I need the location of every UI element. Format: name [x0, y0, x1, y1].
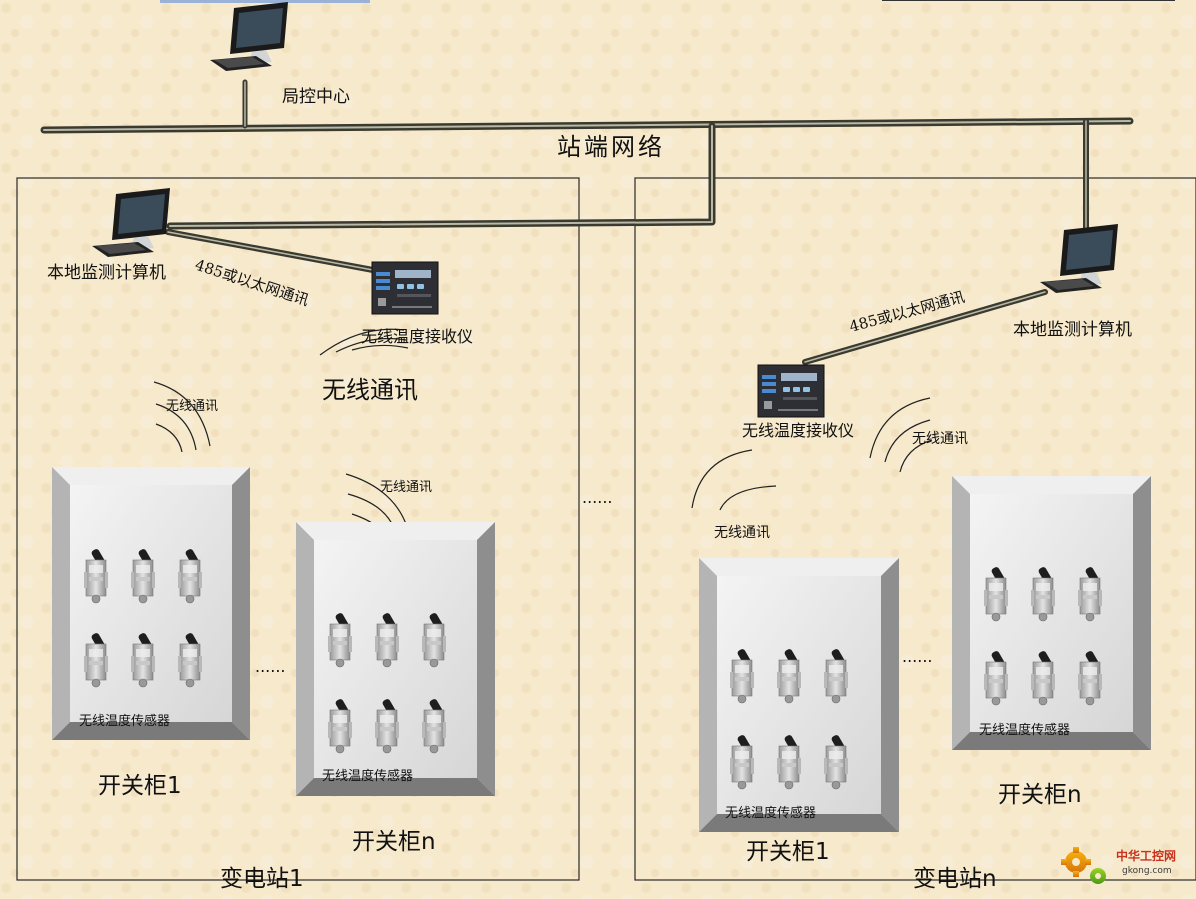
network-label: 站端网络: [557, 133, 665, 161]
comm-link-label-n: 485或以太网通讯: [847, 288, 966, 336]
receiver-label-n: 无线温度接收仪: [742, 421, 854, 440]
substation-n-frame: [634, 177, 1196, 881]
cabinet-1-sub1: [52, 467, 250, 740]
local-pc-label-n: 本地监测计算机: [1013, 320, 1132, 340]
watermark-logo: 中华工控网 gkong.com: [1061, 847, 1176, 884]
substation-n-label: 变电站n: [913, 866, 997, 892]
wireless-label-subn-right: 无线通讯: [912, 431, 968, 447]
watermark-cn: 中华工控网: [1116, 848, 1176, 863]
ellipsis-cabinets-1: ......: [255, 657, 286, 676]
cabinet-1-label-subn: 开关柜1: [746, 839, 830, 865]
receiver-1-icon: [371, 261, 439, 315]
sensor-label-1: 无线温度传感器: [79, 713, 170, 729]
receiver-label-1: 无线温度接收仪: [361, 327, 473, 346]
wireless-label-main: 无线通讯: [322, 376, 418, 404]
ellipsis-cabinets-n: ......: [902, 647, 933, 666]
local-computer-1-icon: [92, 188, 170, 257]
cabinet-n-label-subn: 开关柜n: [998, 782, 1082, 808]
network-cables: [40, 79, 1134, 365]
local-pc-label-1: 本地监测计算机: [47, 263, 166, 283]
comm-link-label-1: 485或以太网通讯: [193, 256, 311, 310]
wireless-arcs: [153, 328, 933, 535]
cabinet-1-label-sub1: 开关柜1: [98, 773, 182, 799]
sensor-label-4: 无线温度传感器: [979, 722, 1070, 738]
sensor-label-3: 无线温度传感器: [725, 805, 816, 821]
watermark-en: gkong.com: [1122, 866, 1172, 876]
center-label: 局控中心: [282, 87, 350, 107]
center-computer-icon: [210, 2, 288, 71]
wireless-label-subn-left: 无线通讯: [714, 525, 770, 541]
wireless-label-cab1: 无线通讯: [166, 399, 218, 414]
receiver-n-icon: [757, 364, 825, 418]
sensor-label-2: 无线温度传感器: [322, 768, 413, 784]
local-computer-n-icon: [1040, 224, 1118, 293]
substation-1-frame: [16, 177, 580, 881]
ellipsis-substations: ......: [582, 488, 613, 507]
gear-icon: [1061, 847, 1106, 884]
substation-1-label: 变电站1: [220, 866, 304, 892]
cabinet-n-label-sub1: 开关柜n: [352, 829, 436, 855]
wireless-label-cabn: 无线通讯: [380, 480, 432, 495]
